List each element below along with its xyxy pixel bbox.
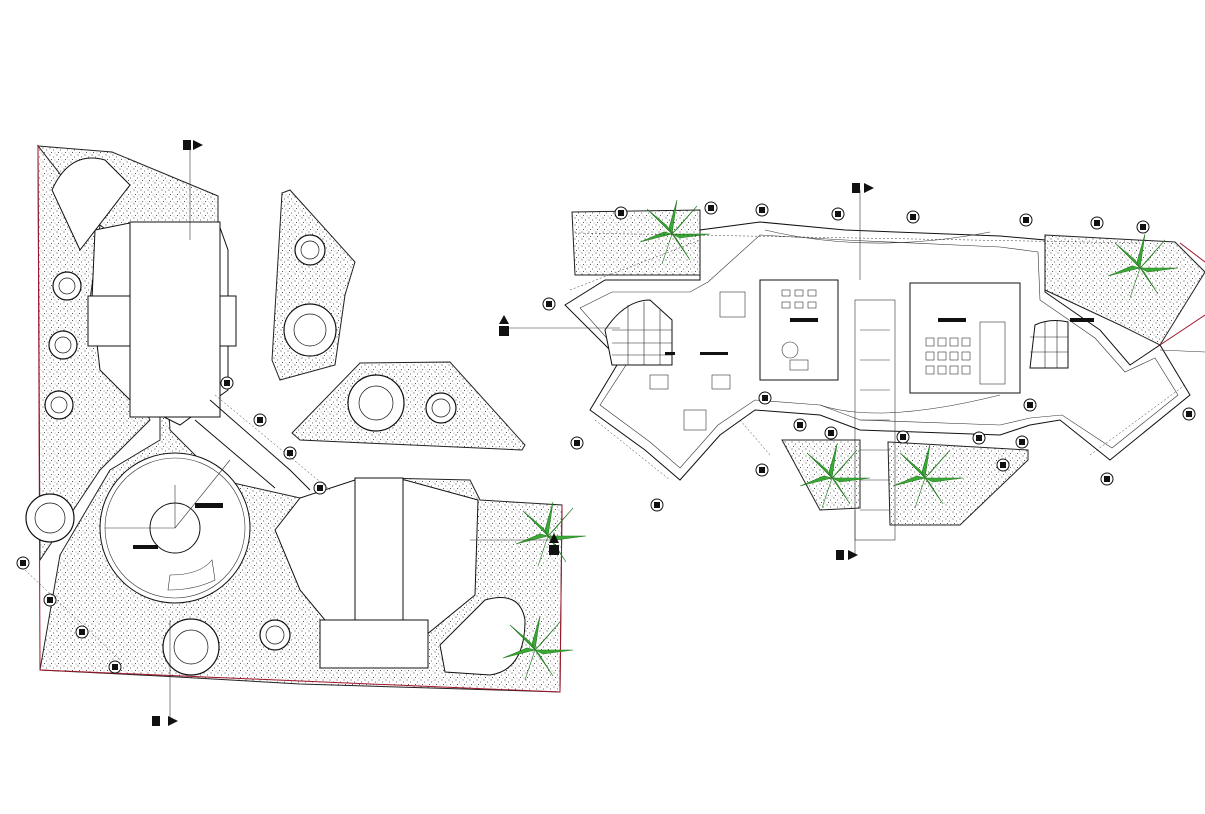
grid-bubble-icon [1182, 407, 1196, 421]
office-b-furniture [925, 318, 1006, 385]
palm-icon [502, 615, 574, 681]
building-north-roof [129, 221, 221, 418]
grid-bubble-icon [1015, 435, 1029, 449]
section-arrow-icon [152, 716, 178, 726]
grid-bubble-icon [896, 430, 910, 444]
grid-bubble-icon [1090, 216, 1104, 230]
grid-bubble-icon [755, 203, 769, 217]
tree-icon [347, 374, 405, 432]
grid-bubble-icon [220, 376, 234, 390]
grid-bubble-icon [283, 446, 297, 460]
tree-icon [425, 392, 457, 424]
planter-south-right [887, 441, 1029, 526]
tree-icon [283, 303, 337, 357]
palm-icon [892, 443, 964, 509]
palm-icon [799, 443, 871, 509]
building-outline [564, 221, 1191, 481]
grid-bubble-icon [570, 436, 584, 450]
planter-east [291, 361, 526, 451]
lobby-furniture [649, 291, 1094, 431]
office-a-furniture [781, 289, 818, 371]
site-boundary-line-east-2 [1159, 314, 1205, 346]
grid-bubble-icon [614, 206, 628, 220]
grid-bubble-icon [1019, 213, 1033, 227]
rotunda [99, 452, 251, 604]
tiled-room-right [1029, 320, 1069, 369]
grid-bubble-icon [972, 431, 986, 445]
office-a [759, 279, 839, 381]
grid-bubble-icon [906, 210, 920, 224]
grid-bubble-icon [758, 391, 772, 405]
site-boundary-line [37, 145, 563, 693]
tree-icon [44, 390, 74, 420]
planter-south-left [781, 439, 861, 511]
grid-bubble-icon [253, 413, 267, 427]
section-arrow-icon [499, 315, 509, 336]
curved-wall [764, 229, 991, 244]
grid-bubble-icon [831, 207, 845, 221]
stair-treads [860, 329, 890, 511]
palm-icon [639, 199, 711, 265]
grid-bubble-icon [1023, 398, 1037, 412]
grid-bubble-icon [755, 463, 769, 477]
grid-bubble-icon [996, 458, 1010, 472]
curved-wall-lower [819, 394, 1001, 414]
grid-bubble-icon [1136, 220, 1150, 234]
grid-bubble-icon [1100, 472, 1114, 486]
corridor-north [209, 399, 311, 491]
grid-bubble-icon [704, 201, 718, 215]
section-arrow-icon [183, 140, 203, 150]
grid-bubble-icon [43, 593, 57, 607]
planter-west [571, 209, 701, 276]
building-outline-inner [579, 234, 1179, 469]
building-south-wing [319, 619, 429, 669]
grid-bubble-icon [313, 481, 327, 495]
tree-icon [52, 271, 82, 301]
tree-icon [25, 493, 75, 543]
grid-bubble-icon [542, 297, 556, 311]
grid-bubble-icon [793, 418, 807, 432]
tree-icon [162, 618, 220, 676]
grid-bubble-icon [75, 625, 89, 639]
tree-icon [48, 330, 78, 360]
section-arrow-icon [852, 183, 874, 193]
site-boundary-line-east [1179, 242, 1205, 263]
grid-bubble-icon [824, 426, 838, 440]
section-arrow-icon [549, 533, 559, 555]
grid-bubble-icon [650, 498, 664, 512]
right-floor-plan [499, 183, 1205, 560]
left-site-plan [16, 140, 587, 726]
section-arrow-icon [836, 550, 858, 560]
building-south-annex [439, 597, 526, 676]
tree-icon [259, 619, 291, 651]
tree-icon [294, 234, 326, 266]
corridor [854, 299, 896, 541]
palm-icon [1107, 233, 1179, 299]
corridor-north-inner [194, 419, 276, 489]
tiled-room-left [604, 299, 673, 366]
building-north-annex [51, 157, 131, 251]
grid-bubble-icon [16, 556, 30, 570]
grid-bubble-icon [108, 660, 122, 674]
